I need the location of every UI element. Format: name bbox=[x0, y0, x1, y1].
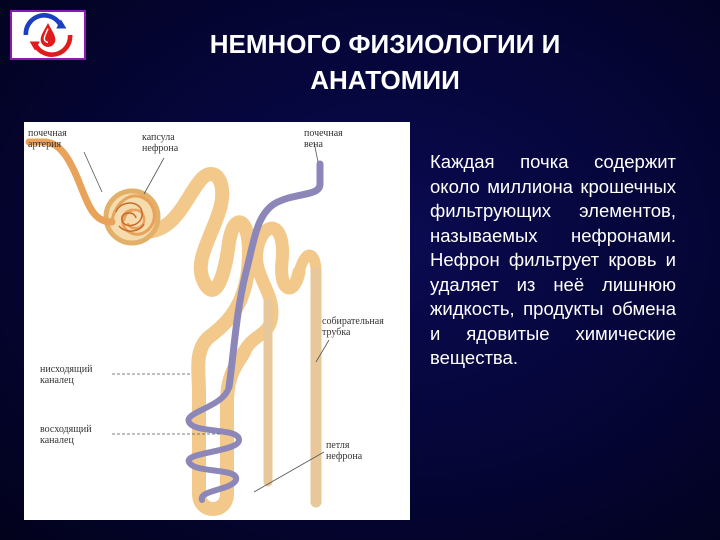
body-paragraph: Каждая почка содержит около миллиона кро… bbox=[430, 151, 676, 368]
label-nephron-loop: петля нефрона bbox=[326, 440, 363, 462]
blood-drop-arrows-logo-icon bbox=[23, 13, 73, 57]
label-ascending-tubule: восходящий каналец bbox=[40, 424, 92, 446]
label-collecting-duct: собирательная трубка bbox=[322, 316, 384, 338]
label-descending-tubule: нисходящий каналец bbox=[40, 364, 93, 386]
label-renal-artery: почечная артерия bbox=[28, 128, 67, 150]
label-renal-vein: почечная вена bbox=[304, 128, 343, 150]
nephron-illustration bbox=[25, 138, 330, 516]
label-nephron-capsule: капсула нефрона bbox=[142, 132, 179, 154]
nephron-diagram: почечная артерия капсула нефрона почечна… bbox=[24, 122, 410, 520]
logo bbox=[10, 10, 86, 60]
slide-title: НЕМНОГО ФИЗИОЛОГИИ И АНАТОМИИ bbox=[209, 29, 561, 95]
